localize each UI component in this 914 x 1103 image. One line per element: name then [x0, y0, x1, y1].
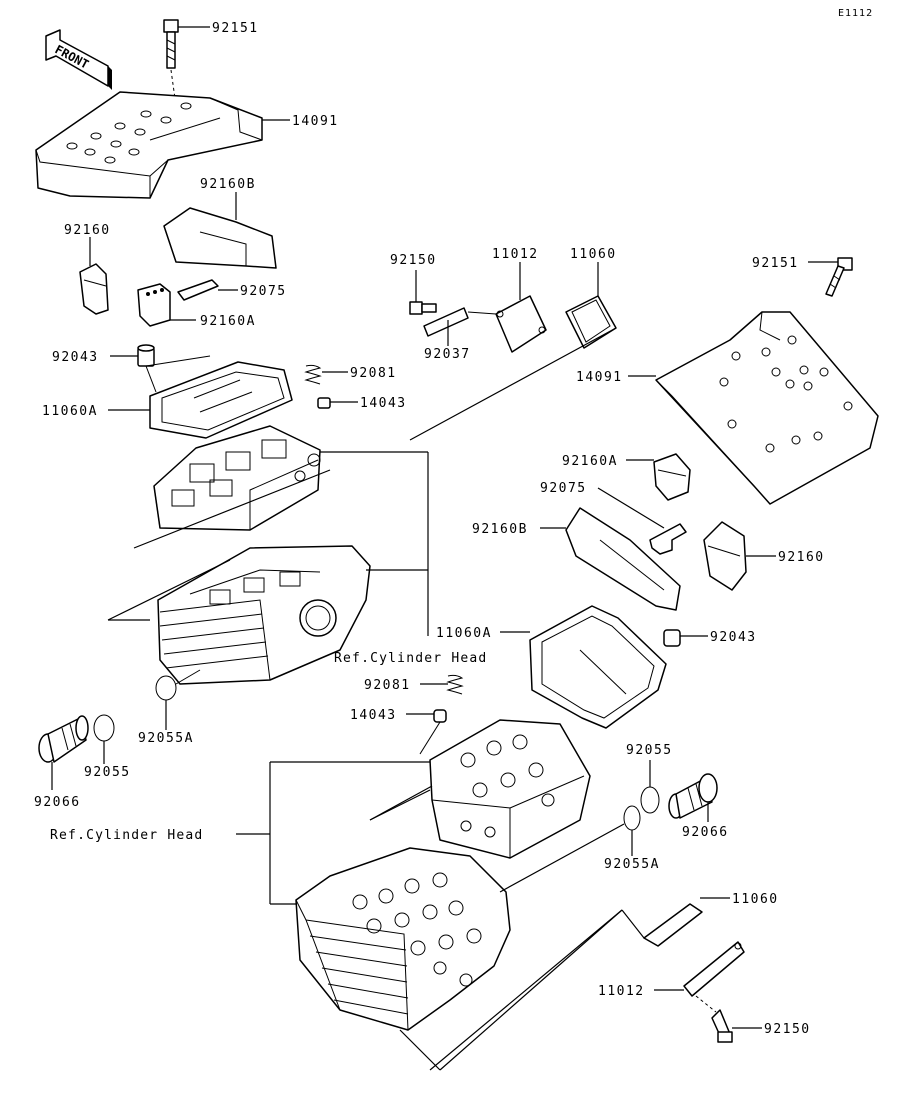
o-ring-icon: [155, 675, 177, 701]
clip-icon: [649, 523, 687, 555]
cap-icon: [703, 521, 747, 591]
label-92075-right: 92075: [540, 481, 587, 496]
cover-plate-icon: [565, 507, 681, 611]
gasket-icon: [149, 361, 293, 439]
ref-cylinder-head-front: Ref.Cylinder Head: [50, 828, 203, 843]
clip-icon: [177, 279, 219, 301]
label-92160A-right: 92160A: [562, 454, 618, 469]
label-92160B-top: 92160B: [200, 177, 256, 192]
plate-icon: [683, 941, 745, 997]
bolt-icon: [825, 257, 853, 297]
gasket-icon: [529, 605, 667, 729]
cap-icon: [137, 283, 171, 327]
label-11060A-left: 11060A: [42, 404, 98, 419]
rocker-cover-icon: [35, 91, 263, 199]
label-14043-left: 14043: [360, 396, 407, 411]
label-14091-right: 14091: [576, 370, 623, 385]
label-11012-top: 11012: [492, 247, 539, 262]
gasket-icon: [643, 903, 703, 947]
label-11060A-right: 11060A: [436, 626, 492, 641]
pipe-icon: [423, 307, 469, 337]
cap-icon: [317, 397, 331, 409]
figure-code: E1112: [838, 8, 873, 19]
label-92055A-left: 92055A: [138, 731, 194, 746]
gasket-icon: [565, 295, 617, 349]
label-14091-top: 14091: [292, 114, 339, 129]
cylinder-head-icon: [429, 719, 591, 859]
bolt-icon: [409, 301, 437, 315]
label-92160B-right: 92160B: [472, 522, 528, 537]
label-92055-right: 92055: [626, 743, 673, 758]
o-ring-icon: [93, 714, 115, 742]
label-92081-left: 92081: [350, 366, 397, 381]
spring-icon: [446, 674, 464, 695]
label-92150-top: 92150: [390, 253, 437, 268]
label-92160-left: 92160: [64, 223, 111, 238]
label-92055-left: 92055: [84, 765, 131, 780]
label-92151-top: 92151: [212, 21, 259, 36]
pipe-fitting-icon: [38, 715, 89, 763]
cylinder-head-icon: [295, 847, 511, 1031]
label-14043-mid: 14043: [350, 708, 397, 723]
pipe-fitting-icon: [668, 773, 718, 819]
rocker-cover-icon: [655, 311, 879, 505]
label-92075-left: 92075: [240, 284, 287, 299]
cap-icon: [653, 453, 691, 501]
ref-cylinder-head-rear: Ref.Cylinder Head: [334, 651, 487, 666]
label-92066-right: 92066: [682, 825, 729, 840]
plate-icon: [495, 295, 547, 353]
label-92160A-left: 92160A: [200, 314, 256, 329]
bolt-icon: [711, 1009, 733, 1043]
label-11060-bottom: 11060: [732, 892, 779, 907]
cap-icon: [663, 629, 681, 647]
label-11012-bottom: 11012: [598, 984, 645, 999]
cover-plate-icon: [163, 207, 277, 269]
label-92055A-right: 92055A: [604, 857, 660, 872]
cap-icon: [137, 344, 155, 367]
label-92043-left: 92043: [52, 350, 99, 365]
cylinder-head-icon: [157, 545, 371, 685]
label-92151-right: 92151: [752, 256, 799, 271]
cylinder-head-icon: [153, 425, 321, 531]
cap-icon: [433, 709, 447, 723]
label-92043-right: 92043: [710, 630, 757, 645]
label-92066-left: 92066: [34, 795, 81, 810]
spring-icon: [304, 364, 322, 385]
label-92160-right: 92160: [778, 550, 825, 565]
front-arrow-icon: FRONT: [45, 29, 112, 90]
label-11060-top: 11060: [570, 247, 617, 262]
label-92150-bottom: 92150: [764, 1022, 811, 1037]
o-ring-icon: [640, 786, 660, 814]
label-92037: 92037: [424, 347, 471, 362]
o-ring-icon: [623, 805, 641, 831]
label-92081-mid: 92081: [364, 678, 411, 693]
bolt-icon: [163, 19, 179, 69]
cap-icon: [79, 263, 109, 315]
